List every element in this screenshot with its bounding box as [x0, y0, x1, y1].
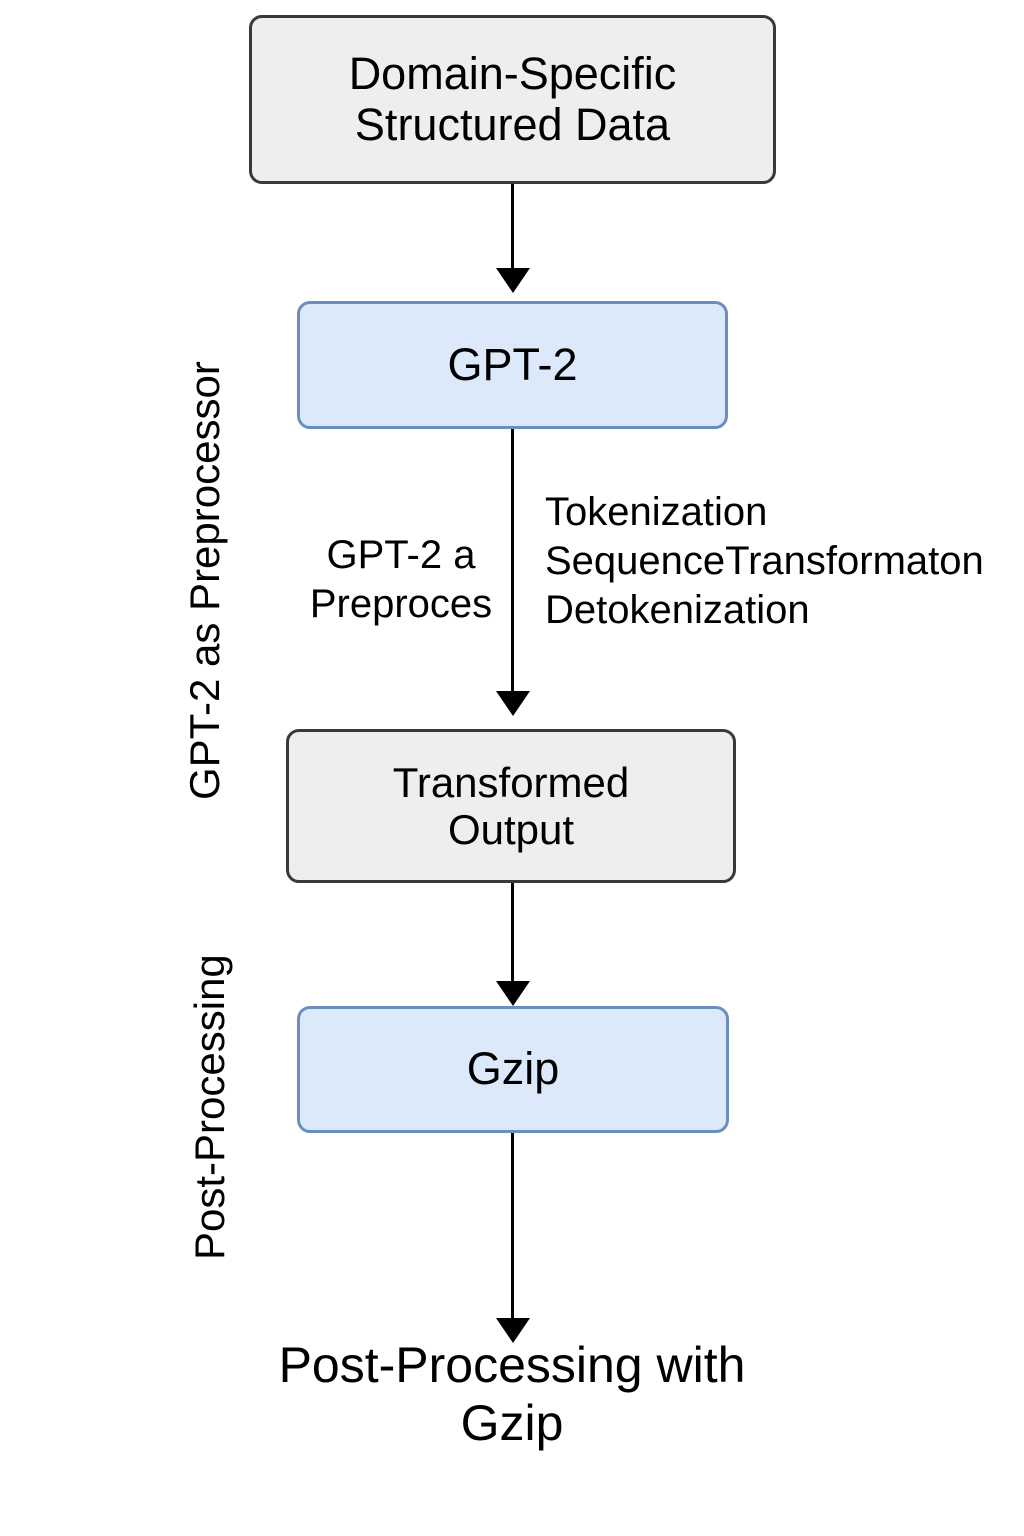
edge-label-transformation-steps: Tokenization SequenceTransformaton Detok…: [545, 490, 984, 632]
lane-label-post-processing: Post-Processing: [186, 954, 233, 1260]
edge-source-to-gpt2-arrowhead-icon: [496, 268, 530, 293]
edge-gpt2-to-transformed-arrowhead-icon: [496, 691, 530, 716]
node-transformed-output[interactable]: Transformed Output: [286, 729, 736, 883]
edge-transformed-to-gzip-arrowhead-icon: [496, 981, 530, 1006]
node-gpt2[interactable]: GPT-2: [297, 301, 728, 429]
caption-post-processing-with-gzip: Post-Processing with Gzip: [278, 1337, 746, 1451]
edge-transformed-to-gzip-line: [511, 883, 514, 983]
node-gzip[interactable]: Gzip: [297, 1006, 729, 1133]
edge-label-gpt2-preprocessing-stage: GPT-2 a Preproces: [309, 533, 493, 626]
lane-label-gpt2-as-preprocessor: GPT-2 as Preprocessor: [181, 361, 228, 800]
edge-gzip-to-caption-arrowhead-icon: [496, 1318, 530, 1343]
edge-gpt2-to-transformed-line: [511, 429, 514, 693]
edge-gzip-to-caption-line: [511, 1133, 514, 1320]
edge-source-to-gpt2-line: [511, 184, 514, 270]
node-domain-specific-structured-data[interactable]: Domain-Specific Structured Data: [249, 15, 776, 184]
